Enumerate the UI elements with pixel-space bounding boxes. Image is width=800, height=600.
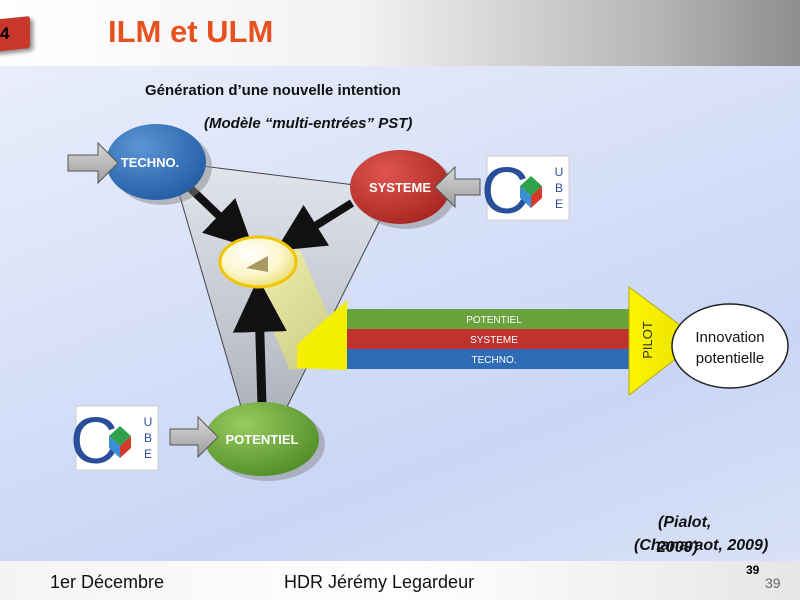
slide-footer <box>0 561 800 600</box>
techno-label: TECHNO. <box>121 155 180 170</box>
cube-logo-top: C U B E <box>481 153 570 227</box>
innovation-line2: potentielle <box>696 350 764 367</box>
pilot-label: PILOT <box>640 321 655 359</box>
cube-logo-bottom-e: E <box>144 447 152 461</box>
page-number-small: 39 <box>746 563 760 577</box>
input-arrow-potentiel <box>169 415 219 459</box>
center-marker <box>246 256 268 272</box>
slide-title: ILM et ULM <box>108 14 274 49</box>
footer-author: HDR Jérémy Legardeur <box>284 572 475 592</box>
input-arrow-techno <box>67 141 119 185</box>
cube-logo-bottom-u: U <box>144 415 153 429</box>
cube-logo-top-e: E <box>555 197 563 211</box>
techno-node <box>106 124 206 200</box>
systeme-node <box>350 150 450 224</box>
citation-line1: (Pialot, <box>658 514 712 531</box>
arrow-systeme-to-center <box>275 199 355 251</box>
systeme-label: SYSTEME <box>369 180 431 195</box>
input-arrow-systeme <box>434 165 481 209</box>
pilot-triangle <box>628 286 701 397</box>
band-label-techno: TECHNO. <box>472 355 517 366</box>
arrow-techno-to-center <box>187 185 254 249</box>
slide-header <box>0 0 800 66</box>
innovation-line1: Innovation <box>695 329 764 346</box>
cube-logo-bottom: C U B E <box>70 403 159 477</box>
arrow-potentiel-to-center <box>232 278 287 406</box>
innovation-ellipse <box>671 303 789 389</box>
band-systeme <box>347 329 629 349</box>
potentiel-node <box>205 402 319 476</box>
slide-number-tag: 4 <box>0 24 10 43</box>
band-entry <box>297 300 347 370</box>
footer-page-number: 39 <box>765 575 781 591</box>
band-potentiel <box>347 309 629 329</box>
band-techno <box>347 349 629 369</box>
cube-logo-top-u: U <box>555 165 564 179</box>
footer-date: 1er Décembre <box>50 572 165 592</box>
cube-logo-top-b: B <box>555 181 563 195</box>
potentiel-label: POTENTIEL <box>226 432 299 447</box>
band-label-potentiel: POTENTIEL <box>466 315 522 326</box>
cube-logo-bottom-b: B <box>144 431 152 445</box>
band-label-systeme: SYSTEME <box>470 335 518 346</box>
diagram-heading: Génération d’une nouvelle intention <box>145 82 401 99</box>
citation-line2: (Chanaraot, 2009) <box>634 537 769 554</box>
diagram-subheading: (Modèle “multi-entrées” PST) <box>204 115 413 132</box>
citation-overlap: 2009) <box>657 539 698 556</box>
